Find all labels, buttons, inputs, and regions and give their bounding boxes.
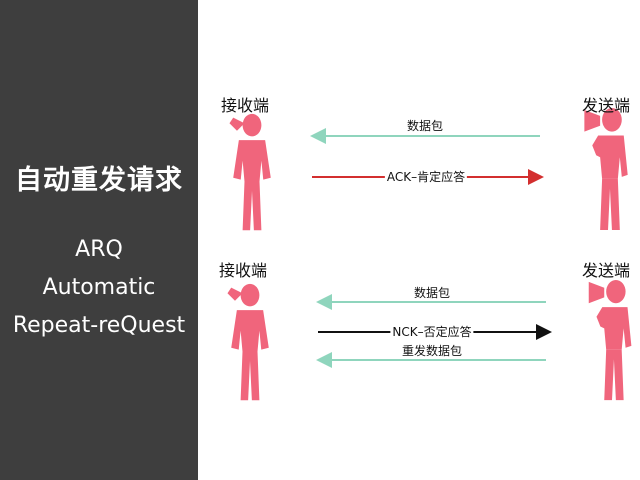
subtitle-abbreviation: ARQ — [75, 237, 123, 262]
sidebar-panel: 自动重发请求 ARQ Automatic Repeat-reQuest — [0, 0, 198, 480]
receiver-label: 接收端 — [221, 96, 270, 115]
subtitle-line-repeat-request: Repeat-reQuest — [12, 313, 186, 338]
sender-person-icon — [584, 107, 628, 231]
receiver-person-icon — [227, 283, 269, 401]
sender-label: 发送端 — [582, 261, 631, 280]
arrow-label-resend-packet: 重发数据包 — [401, 344, 463, 358]
arrow-label-nck: NCK–否定应答 — [390, 325, 474, 339]
receiver-label: 接收端 — [219, 261, 268, 280]
sender-person-icon — [588, 279, 632, 401]
slide-title: 自动重发请求 — [15, 165, 183, 196]
sender-label: 发送端 — [582, 96, 631, 115]
arrow-label-data-packet: 数据包 — [413, 286, 451, 300]
receiver-person-icon — [229, 113, 271, 231]
arrow-label-data-packet: 数据包 — [406, 119, 444, 133]
arrow-label-ack: ACK–肯定应答 — [384, 170, 468, 184]
subtitle-line-automatic: Automatic — [42, 275, 156, 300]
